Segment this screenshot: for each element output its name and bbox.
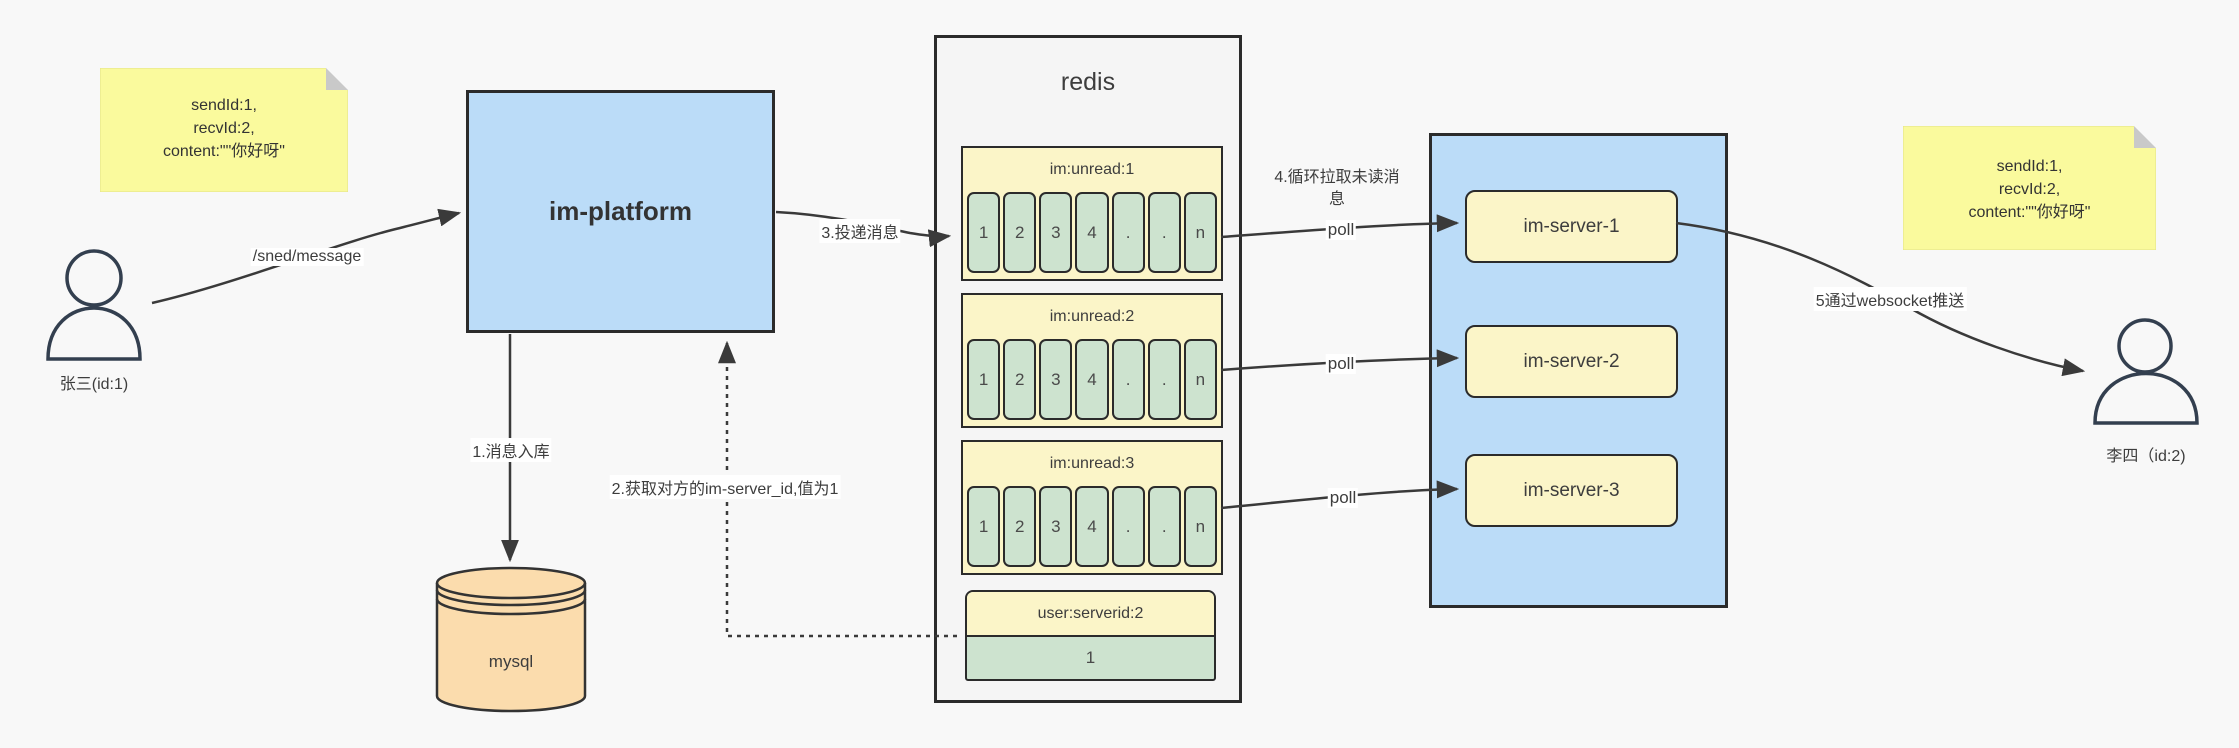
edge-label-poll-1: poll bbox=[1325, 220, 1357, 240]
note-line: recvId:2, bbox=[1998, 181, 2061, 198]
kv-key: user:serverid:2 bbox=[967, 592, 1214, 637]
kv-value: 1 bbox=[1085, 648, 1096, 667]
redis-title: redis bbox=[1060, 68, 1116, 96]
im-server-2-node: im-server-2 bbox=[1465, 325, 1678, 398]
queue-cell: 2 bbox=[1003, 339, 1037, 420]
edge-label-poll-note: 4.循环拉取未读消息 bbox=[1274, 169, 1400, 208]
note-fold-icon bbox=[326, 68, 348, 90]
queue-cell: 1 bbox=[967, 486, 1001, 567]
note-line: sendId:1, bbox=[191, 97, 257, 114]
queue-cell: 3 bbox=[1039, 486, 1073, 567]
queue-header: im:unread:3 bbox=[1049, 455, 1135, 472]
receiver-label: 李四（id:2) bbox=[2106, 448, 2186, 465]
queue-cell: . bbox=[1111, 486, 1145, 567]
queue-cell: . bbox=[1147, 339, 1181, 420]
message-note-left: sendId:1, recvId:2, content:""你好呀" bbox=[100, 68, 348, 192]
edge-label-deliver: 3.投递消息 bbox=[819, 219, 901, 243]
person-sender-icon bbox=[46, 249, 142, 361]
queue-cell: . bbox=[1111, 339, 1145, 420]
queue-header: im:unread:2 bbox=[1049, 308, 1135, 325]
queue-header: im:unread:1 bbox=[1049, 161, 1135, 178]
queue-cell: . bbox=[1147, 192, 1181, 273]
message-note-right: sendId:1, recvId:2, content:""你好呀" bbox=[1903, 126, 2156, 250]
note-line: sendId:1, bbox=[1996, 158, 2063, 175]
queue-cell: 2 bbox=[1003, 486, 1037, 567]
im-server-3-node: im-server-3 bbox=[1465, 454, 1678, 527]
edge-label-store-db: 1.消息入库 bbox=[470, 438, 552, 462]
person-receiver-icon bbox=[2093, 318, 2199, 425]
queue-cell: 4 bbox=[1075, 339, 1109, 420]
im-server-group: im-server-1 im-server-2 im-server-3 bbox=[1429, 133, 1728, 608]
queue-cell: 4 bbox=[1075, 192, 1109, 273]
edge-label-poll-3: poll bbox=[1327, 488, 1359, 508]
mysql-label: mysql bbox=[488, 652, 534, 671]
queue-cell: 1 bbox=[967, 339, 1001, 420]
edge-label-get-server-id: 2.获取对方的im-server_id,值为1 bbox=[609, 475, 841, 499]
note-line: content:""你好呀" bbox=[163, 143, 285, 160]
note-fold-icon bbox=[2134, 126, 2156, 148]
note-line: recvId:2, bbox=[193, 120, 255, 137]
im-server-1-node: im-server-1 bbox=[1465, 190, 1678, 263]
queue-cell: . bbox=[1147, 486, 1181, 567]
queue-cell: n bbox=[1183, 192, 1217, 273]
edge-label-poll-2: poll bbox=[1325, 354, 1357, 374]
kv-user-serverid: user:serverid:2 1 bbox=[965, 590, 1216, 681]
im-platform-label: im-platform bbox=[549, 196, 692, 226]
sender-label: 张三(id:1) bbox=[59, 376, 129, 393]
queue-cell: 2 bbox=[1003, 192, 1037, 273]
note-line: content:""你好呀" bbox=[1968, 204, 2091, 221]
edge-label-send-message: /sned/message bbox=[250, 248, 364, 266]
edge-label-websocket-push: 5通过websocket推送 bbox=[1813, 287, 1967, 311]
im-platform-node: im-platform bbox=[466, 90, 775, 333]
queue-cell: 1 bbox=[967, 192, 1001, 273]
queue-cell: 3 bbox=[1039, 339, 1073, 420]
queue-cell: . bbox=[1111, 192, 1145, 273]
queue-cell: 3 bbox=[1039, 192, 1073, 273]
queue-cell: 4 bbox=[1075, 486, 1109, 567]
queue-cell: n bbox=[1183, 339, 1217, 420]
queue-cell: n bbox=[1183, 486, 1217, 567]
mysql-cylinder-icon bbox=[435, 566, 587, 713]
